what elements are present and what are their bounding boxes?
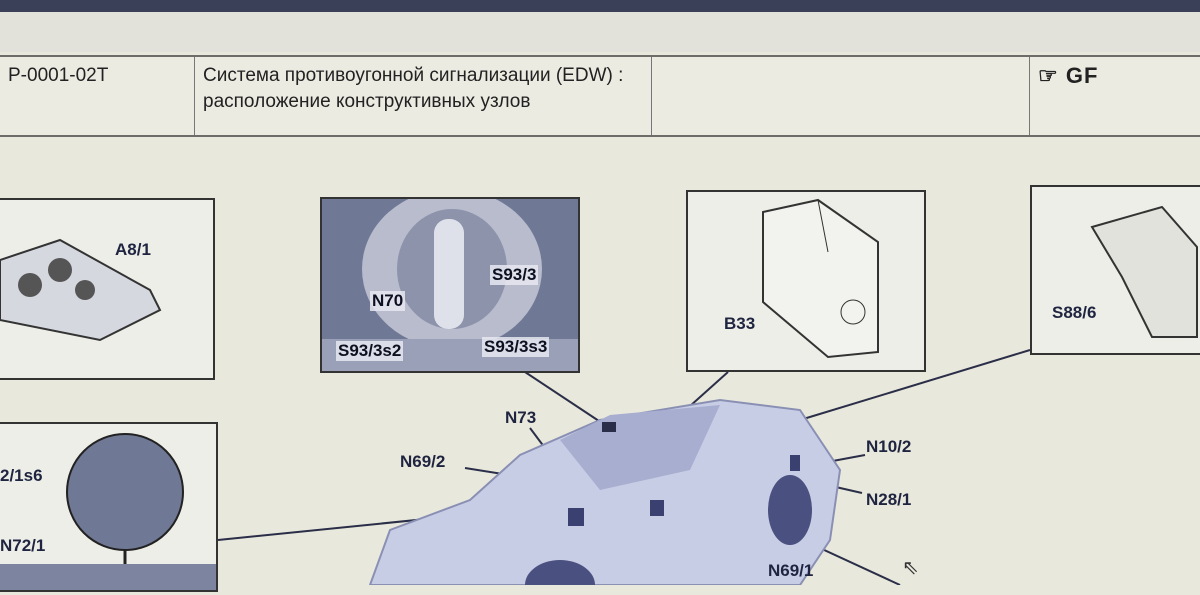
callout-box-s88-6: S88/6 — [1030, 185, 1200, 355]
pointing-hand-icon: ☞ — [1038, 63, 1059, 88]
document-title: Система противоугонной сигнализации (EDW… — [195, 57, 652, 135]
callout-box-b33: B33 — [686, 190, 926, 372]
callout-box-ignition-photo: N70 S93/3 S93/3s2 S93/3s3 — [320, 189, 580, 373]
label-s93-3: S93/3 — [490, 265, 539, 285]
label-n69-1: N69/1 — [768, 561, 814, 580]
marker-cell[interactable]: ☞ GF — [1030, 57, 1200, 135]
car-illustration — [368, 398, 842, 585]
label-n69-2: N69/2 — [400, 452, 446, 471]
label-n73: N73 — [505, 408, 537, 427]
label-n10-2: N10/2 — [866, 437, 912, 456]
label-s93-3s2: S93/3s2 — [336, 341, 404, 361]
hood-switch-illustration — [1090, 205, 1198, 338]
label-n72-1: N72/1 — [0, 536, 46, 555]
label-a8-1: A8/1 — [115, 240, 151, 259]
label-b33: B33 — [724, 314, 756, 333]
document-code: P-0001-02T — [0, 57, 195, 135]
label-n70: N70 — [370, 291, 406, 311]
label-s93-3s3: S93/3s3 — [482, 337, 550, 357]
document-header-table: P-0001-02T Система противоугонной сигнал… — [0, 55, 1200, 137]
screen-top-bezel — [0, 0, 1200, 12]
callout-box-door-switch: 2/1s6 N72/1 — [0, 422, 218, 592]
label-n28-1: N28/1 — [866, 490, 912, 509]
label-2-1s6: 2/1s6 — [0, 466, 43, 485]
header-empty-cell — [652, 57, 1030, 135]
marker-label: GF — [1065, 63, 1099, 88]
toolbar-strip — [0, 12, 1200, 52]
key-fob-illustration — [0, 238, 162, 342]
mouse-cursor-icon: ⇖ — [902, 557, 919, 579]
label-s88-6: S88/6 — [1052, 303, 1097, 322]
door-lock-switch-illustration — [0, 433, 216, 590]
sensor-module-illustration — [762, 198, 879, 359]
callout-box-key-fob: A8/1 — [0, 198, 215, 380]
